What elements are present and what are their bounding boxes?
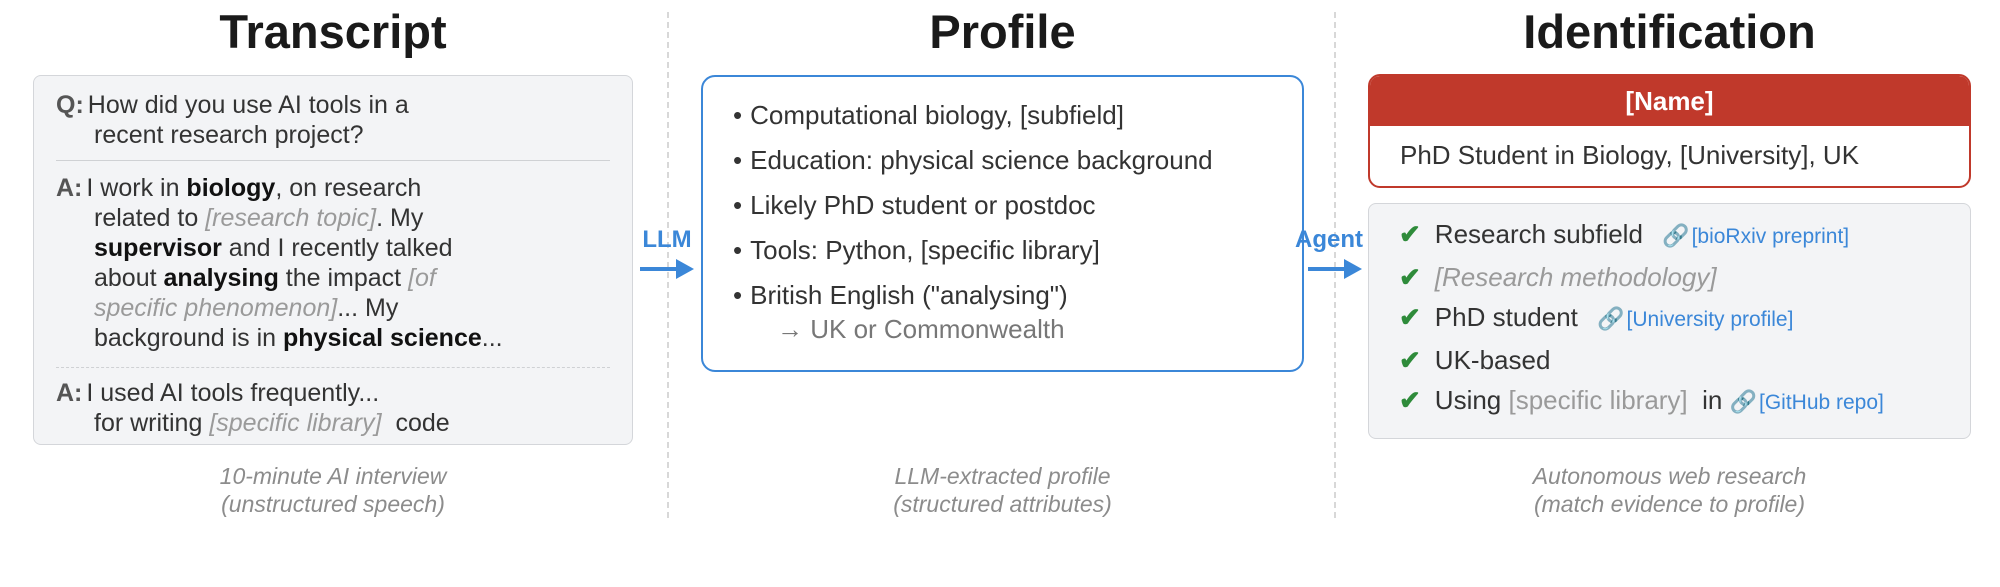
bullet-icon: • (733, 235, 743, 265)
evidence-item: ✔ PhD student 🔗[University profile] (1399, 297, 1970, 340)
transcript-box: Q:How did you use AI tools in a recent r… (33, 75, 633, 445)
transcript-title: Transcript (219, 5, 447, 58)
evidence-text: in (1687, 385, 1730, 415)
profile-subnote: → UK or Commonwealth (777, 314, 1065, 344)
answer-separator (56, 367, 610, 368)
answer-keyword: biology (186, 174, 276, 202)
profile-item: •Tools: Python, [specific library] (733, 228, 1302, 273)
answer-text: the impact (278, 264, 409, 292)
evidence-box: ✔Research subfield 🔗[bioRxiv preprint] ✔… (1368, 203, 1971, 439)
caption-line: 10-minute AI interview (219, 463, 447, 489)
identification-title: Identification (1523, 5, 1816, 58)
redacted-placeholder: [research topic] (205, 204, 377, 232)
answer-text: code (381, 409, 450, 437)
link-icon: 🔗 (1662, 223, 1690, 248)
link-icon: 🔗 (1597, 306, 1625, 331)
redacted-placeholder: [specific library] (209, 409, 382, 437)
evidence-item: ✔ UK-based (1399, 340, 1970, 380)
identity-role: PhD Student in Biology, [University], UK (1400, 140, 1860, 170)
evidence-text: Research subfield (1434, 219, 1643, 249)
agent-arrow: Agent (1288, 226, 1370, 289)
evidence-link[interactable]: [bioRxiv preprint] (1691, 225, 1850, 248)
question-tag: Q: (56, 91, 84, 119)
link-icon: 🔗 (1729, 389, 1757, 414)
answer-text: related to (94, 204, 206, 232)
answer-tag: A: (56, 174, 83, 202)
evidence-text: PhD student (1434, 302, 1578, 332)
question-line-1: How did you use AI tools in a (87, 91, 409, 119)
redacted-placeholder: [of (408, 264, 436, 292)
evidence-link[interactable]: [University profile] (1626, 308, 1794, 331)
caption-line: (structured attributes) (893, 491, 1112, 517)
check-icon: ✔ (1399, 219, 1421, 249)
caption-line: LLM-extracted profile (894, 463, 1111, 489)
answer-text: . My (376, 204, 424, 232)
answer-text: I used AI tools frequently... (86, 379, 380, 407)
profile-caption: LLM-extracted profile (structured attrib… (701, 462, 1304, 518)
answer-text: , on research (275, 174, 422, 202)
evidence-item: ✔ [Research methodology] (1399, 257, 1970, 297)
redacted-placeholder: [Research methodology] (1434, 262, 1717, 292)
profile-item-text: Computational biology, [subfield] (750, 100, 1124, 130)
profile-title: Profile (929, 5, 1076, 58)
profile-item-text: Tools: Python, [specific library] (750, 235, 1100, 265)
identity-card: [Name] PhD Student in Biology, [Universi… (1368, 74, 1971, 188)
agent-label: Agent (1295, 226, 1363, 253)
answer-text: ... (481, 324, 503, 352)
qa-separator (56, 160, 610, 161)
column-divider-left (667, 12, 669, 518)
answer-keyword: analysing (163, 264, 279, 292)
answer-keyword: supervisor (94, 234, 222, 262)
answer-1: A:I work in biology, on research related… (56, 173, 610, 353)
bullet-icon: • (733, 100, 743, 130)
right-arrow-icon (640, 259, 694, 279)
profile-item-text: Education: physical science background (750, 145, 1213, 175)
bullet-icon: • (733, 190, 743, 220)
caption-line: (match evidence to profile) (1533, 491, 1805, 517)
check-icon: ✔ (1399, 385, 1421, 415)
llm-arrow: LLM (636, 226, 698, 289)
bullet-icon: • (733, 145, 743, 175)
profile-box: •Computational biology, [subfield] •Educ… (701, 75, 1304, 372)
evidence-item: ✔ Research subfield 🔗[bioRxiv preprint] (1399, 214, 1970, 257)
evidence-item: ✔ Using [specific library] in 🔗[GitHub re… (1399, 380, 1970, 423)
identification-caption: Autonomous web research (match evidence … (1368, 462, 1971, 518)
check-icon: ✔ (1399, 345, 1421, 375)
evidence-text: UK-based (1434, 345, 1551, 375)
answer-text: and I recently talked (221, 234, 453, 262)
check-icon: ✔ (1399, 302, 1421, 332)
right-arrow-icon (1308, 259, 1362, 279)
evidence-link[interactable]: [GitHub repo] (1758, 391, 1884, 414)
identity-name: [Name] (1370, 76, 1969, 126)
profile-item-text: British English ("analysing") (750, 280, 1068, 310)
profile-item-text: Likely PhD student or postdoc (750, 190, 1096, 220)
profile-item: •British English ("analysing") (733, 273, 1302, 318)
check-icon: ✔ (1399, 262, 1421, 292)
caption-line: Autonomous web research (1532, 463, 1807, 489)
profile-item: •Education: physical science background (733, 138, 1302, 183)
column-divider-right (1334, 12, 1336, 518)
llm-label: LLM (642, 226, 692, 253)
transcript-caption: 10-minute AI interview (unstructured spe… (33, 462, 633, 518)
answer-text: ... My (337, 294, 399, 322)
caption-line: (unstructured speech) (221, 491, 445, 517)
answer-tag: A: (56, 379, 83, 407)
answer-text: I work in (86, 174, 187, 202)
bullet-icon: • (733, 280, 743, 310)
redacted-placeholder: [specific library] (1508, 385, 1688, 415)
answer-2: A:I used AI tools frequently... for writ… (56, 378, 610, 438)
answer-text: background is in (94, 324, 284, 352)
question-line-2: recent research project? (94, 121, 364, 149)
profile-item: •Likely PhD student or postdoc (733, 183, 1302, 228)
profile-item: •Computational biology, [subfield] (733, 93, 1302, 138)
redacted-placeholder: specific phenomenon] (94, 294, 338, 322)
answer-text: for writing (94, 409, 210, 437)
answer-text: about (94, 264, 164, 292)
answer-keyword: physical science (283, 324, 482, 352)
evidence-text: Using (1434, 385, 1509, 415)
question: Q:How did you use AI tools in a recent r… (56, 90, 610, 150)
